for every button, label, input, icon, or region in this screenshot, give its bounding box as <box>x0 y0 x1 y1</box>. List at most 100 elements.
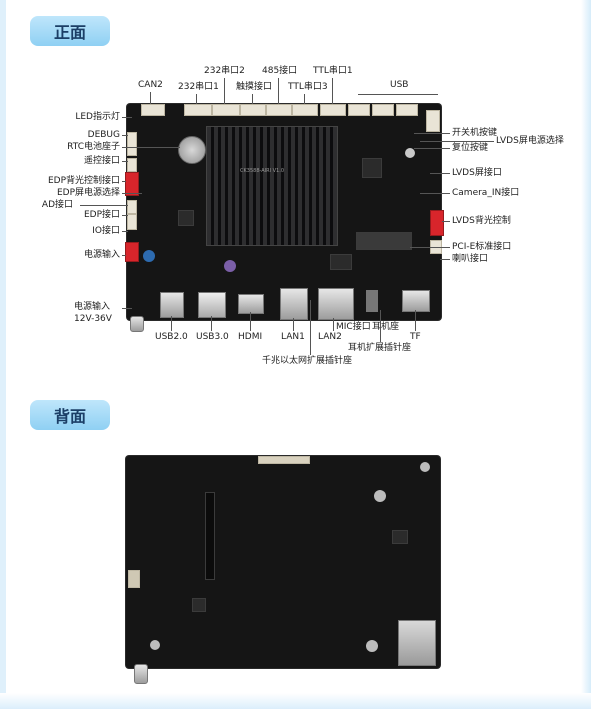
leader-line <box>415 310 416 331</box>
debug-connector <box>127 132 137 156</box>
leader-line <box>196 94 197 104</box>
usb-header-3 <box>396 104 418 116</box>
label-debug: DEBUG <box>87 130 120 140</box>
label-io: IO接口 <box>92 226 120 236</box>
label-hdmi: HDMI <box>238 332 263 342</box>
touch-connector <box>240 104 266 116</box>
hdmi-port <box>238 294 264 314</box>
mic-jack <box>366 290 378 312</box>
label-can2: CAN2 <box>138 80 163 90</box>
leader-line <box>122 147 180 148</box>
leader-line <box>440 259 450 260</box>
leader-line <box>171 316 172 331</box>
lvds-backlight-connector <box>430 210 444 236</box>
usb-header-1 <box>348 104 370 116</box>
label-pcie: PCI-E标准接口 <box>452 242 512 252</box>
leader-line <box>310 300 311 355</box>
leader-line <box>410 247 450 248</box>
back-mount-hole <box>366 640 378 652</box>
label-mic: MIC接口 <box>336 322 371 332</box>
usb30-port <box>198 292 226 318</box>
label-rs232-1: 232串口1 <box>178 82 219 92</box>
ic-chip <box>178 210 194 226</box>
label-ttl3: TTL串口3 <box>288 82 328 92</box>
label-lan1: LAN1 <box>281 332 305 342</box>
back-mount-hole <box>420 462 430 472</box>
leader-line <box>414 148 450 149</box>
rs485-connector <box>266 104 292 116</box>
back-ic <box>192 598 206 612</box>
label-led: LED指示灯 <box>75 112 120 122</box>
edp-backlight-connector <box>125 172 139 196</box>
leader-line <box>332 78 333 104</box>
rs232-2-connector <box>212 104 240 116</box>
leader-line <box>430 173 450 174</box>
leader-line <box>224 78 225 104</box>
label-ad: AD接口 <box>41 200 73 210</box>
back-ic <box>392 530 408 544</box>
label-touch: 触摸接口 <box>236 82 273 92</box>
can2-connector <box>141 104 165 116</box>
tf-slot <box>402 290 430 312</box>
label-usb: USB <box>390 80 409 90</box>
usb-header-2 <box>372 104 394 116</box>
leader-line <box>304 94 305 104</box>
back-fpc-connector <box>258 456 310 464</box>
label-tf: TF <box>410 332 421 342</box>
label-edp-power: EDP屏电源选择 <box>56 188 120 198</box>
back-section-title: 背面 <box>30 400 110 430</box>
right-edge-band <box>581 0 591 709</box>
leader-line <box>122 117 132 118</box>
leader-line <box>358 94 438 95</box>
label-earphone: 耳机座 <box>372 322 400 332</box>
leader-line <box>122 161 128 162</box>
label-voltage: 12V-36V <box>74 314 112 324</box>
label-speaker: 喇叭接口 <box>452 254 489 264</box>
label-lvds-backlight: LVDS背光控制 <box>452 216 511 226</box>
usb-header-4 <box>426 110 440 132</box>
leader-line <box>278 78 279 104</box>
label-remote: 遥控接口 <box>83 156 120 166</box>
ic-chip <box>330 254 352 270</box>
label-lvds: LVDS屏接口 <box>452 168 502 178</box>
label-lvds-power: LVDS屏电源选择 <box>496 136 564 146</box>
leader-line <box>150 92 151 104</box>
leader-line <box>442 221 450 222</box>
power-input-connector <box>125 242 139 262</box>
label-lan2: LAN2 <box>318 332 342 342</box>
board-silkscreen: CK3588-AIRI V1.0 <box>240 168 284 174</box>
label-usb30: USB3.0 <box>196 332 229 342</box>
capacitor <box>143 250 155 262</box>
back-header <box>128 570 140 588</box>
leader-line <box>122 255 126 256</box>
leader-line <box>122 231 128 232</box>
leader-line <box>333 318 334 331</box>
remote-connector <box>127 158 137 172</box>
back-mount-hole <box>374 490 386 502</box>
label-power-key: 开关机按键 <box>452 128 498 138</box>
rtc-battery <box>178 136 206 164</box>
back-power-jack <box>134 664 148 684</box>
leader-line <box>420 141 494 142</box>
label-edp-backlight: EDP背光控制接口 <box>47 176 120 186</box>
leader-line <box>380 310 381 342</box>
leader-line <box>122 193 142 194</box>
lan2-port <box>318 288 354 320</box>
leader-line <box>122 135 128 136</box>
label-usb20: USB2.0 <box>155 332 188 342</box>
power-jack <box>130 316 144 332</box>
leader-line <box>293 318 294 331</box>
front-section-title: 正面 <box>30 16 110 46</box>
ic-chip <box>362 158 382 178</box>
left-edge-band <box>0 0 6 709</box>
leader-line <box>252 94 253 104</box>
usb20-port <box>160 292 184 318</box>
lan1-port <box>280 288 308 320</box>
label-power-in-2: 电源输入 <box>74 302 111 312</box>
label-reset: 复位按键 <box>452 143 489 153</box>
label-gigabit-ext: 千兆以太网扩展插针座 <box>262 356 353 366</box>
rs232-1-connector <box>184 104 212 116</box>
back-board <box>126 456 440 668</box>
label-power-in: 电源输入 <box>83 250 120 260</box>
